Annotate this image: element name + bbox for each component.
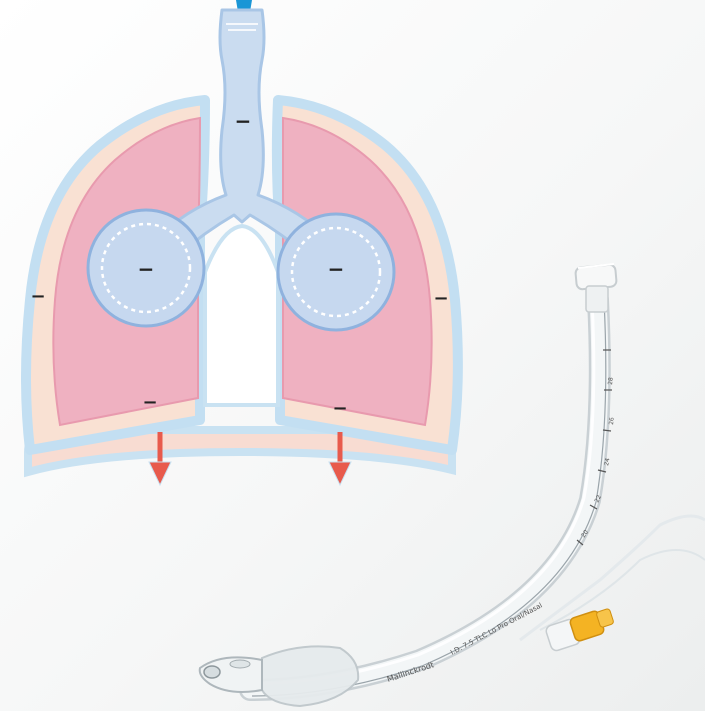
tube-connector	[575, 264, 617, 312]
pressure-sign-right-base: −	[332, 398, 347, 419]
pressure-sign-right-pleura: −	[433, 288, 448, 309]
pressure-sign-left-pleura: −	[30, 286, 45, 307]
tube-tip	[200, 657, 262, 692]
mediastinum	[205, 226, 278, 405]
pressure-sign-trachea: −	[235, 109, 252, 133]
depth-mark-label: 26	[608, 417, 616, 425]
tube-cuff	[262, 646, 358, 706]
pressure-sign-left-alveolus: −	[138, 257, 155, 281]
pressure-sign-right-alveolus: −	[328, 257, 345, 281]
depth-mark-label: 28	[607, 377, 615, 385]
lung-diagram: − − − − − − −	[26, 0, 458, 485]
depth-mark-label: 24	[603, 457, 611, 466]
pressure-sign-left-base: −	[142, 392, 157, 413]
